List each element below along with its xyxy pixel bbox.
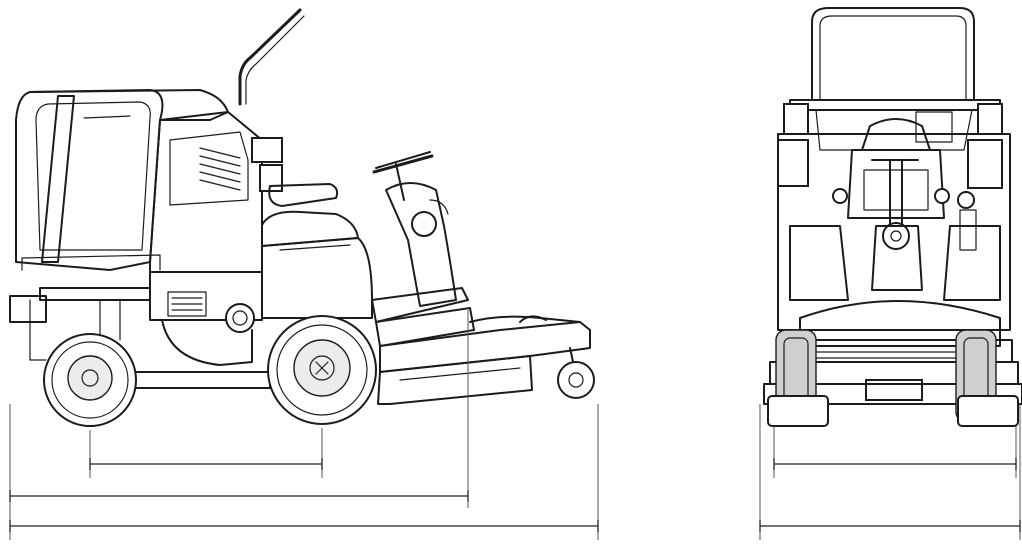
front-wheels bbox=[767, 329, 1019, 427]
rear-body bbox=[149, 111, 263, 273]
front-body bbox=[777, 109, 1011, 331]
front-deck bbox=[763, 300, 1022, 405]
seat bbox=[261, 183, 359, 247]
front-frame bbox=[371, 287, 475, 347]
front-fenders bbox=[789, 225, 1001, 301]
collector-frame bbox=[783, 7, 1003, 135]
steering-assembly bbox=[372, 151, 457, 307]
rear-wheel bbox=[43, 333, 137, 427]
dimension-wheelbase bbox=[89, 458, 323, 470]
dimension-length-without-deck bbox=[9, 490, 469, 502]
side-view-drawing bbox=[9, 8, 599, 540]
front-view-drawing bbox=[759, 7, 1022, 540]
grass-collector bbox=[15, 89, 229, 271]
cutting-deck bbox=[377, 315, 595, 405]
dimension-overall-length bbox=[9, 520, 599, 532]
front-wheel bbox=[267, 315, 377, 425]
side-extension-lines bbox=[9, 310, 599, 540]
engine-hood bbox=[149, 237, 373, 366]
front-seat bbox=[832, 118, 950, 219]
dimension-track-width bbox=[773, 458, 1017, 470]
handle-bar bbox=[238, 8, 305, 192]
front-steering bbox=[871, 159, 923, 291]
dimension-overall-width bbox=[759, 520, 1021, 532]
